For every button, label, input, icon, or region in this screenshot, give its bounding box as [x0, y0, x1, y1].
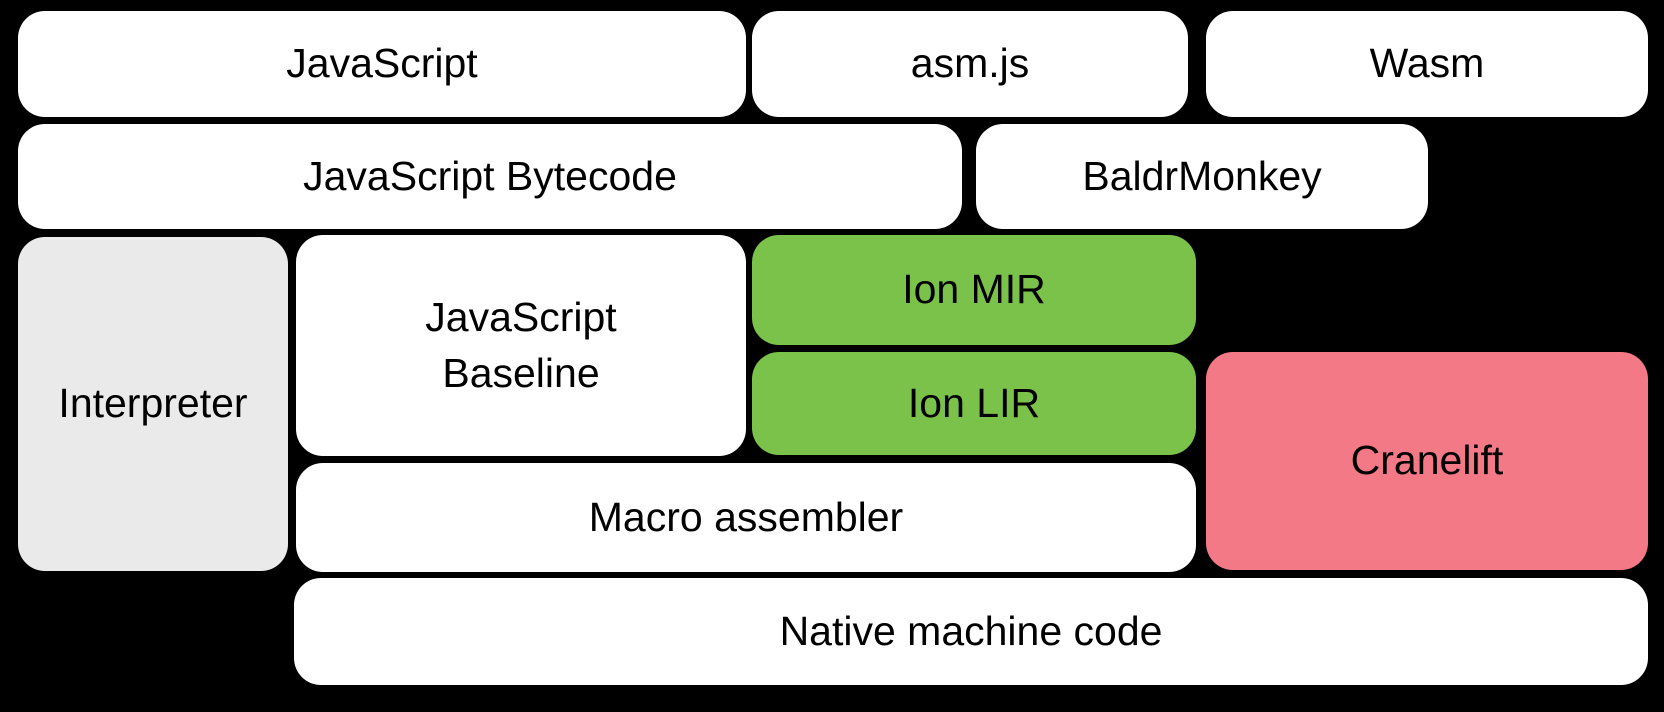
box-interpreter: Interpreter [18, 237, 288, 571]
box-interpreter-label: Interpreter [58, 380, 248, 427]
box-wasm: Wasm [1206, 11, 1648, 117]
box-javascript-bytecode: JavaScript Bytecode [18, 124, 962, 229]
box-ion-mir-label: Ion MIR [902, 266, 1046, 313]
box-native-machine-code: Native machine code [294, 578, 1648, 685]
box-javascript-bytecode-label: JavaScript Bytecode [303, 152, 677, 199]
box-cranelift-label: Cranelift [1350, 437, 1504, 484]
box-javascript-label: JavaScript [286, 40, 478, 87]
box-ion-mir: Ion MIR [752, 235, 1196, 345]
box-ion-lir: Ion LIR [752, 352, 1196, 455]
box-asmjs: asm.js [752, 11, 1188, 117]
box-asmjs-label: asm.js [910, 40, 1030, 87]
box-ion-lir-label: Ion LIR [907, 379, 1041, 426]
box-cranelift: Cranelift [1206, 352, 1648, 570]
box-macro-assembler-label: Macro assembler [588, 493, 904, 540]
box-javascript: JavaScript [18, 11, 746, 117]
box-baldrmonkey-label: BaldrMonkey [1082, 152, 1322, 199]
box-native-machine-code-label: Native machine code [779, 607, 1163, 654]
box-macro-assembler: Macro assembler [296, 463, 1196, 572]
box-baldrmonkey: BaldrMonkey [976, 124, 1428, 229]
box-wasm-label: Wasm [1369, 40, 1485, 87]
box-javascript-baseline: JavaScript Baseline [296, 235, 746, 456]
box-javascript-baseline-label: JavaScript Baseline [425, 294, 617, 396]
